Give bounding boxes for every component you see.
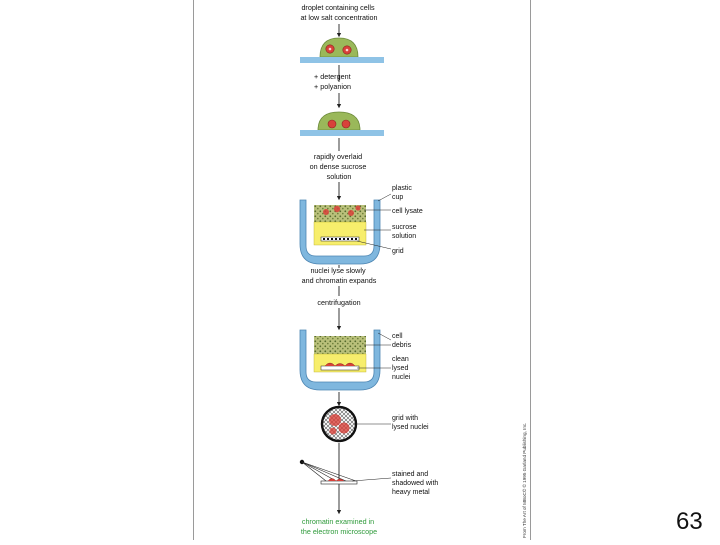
slide-2 bbox=[300, 130, 384, 136]
nucleolus-1a bbox=[328, 47, 332, 51]
disc-nucleus-c bbox=[329, 427, 337, 435]
label-clean-lysed-nuclei: clean lysed nuclei bbox=[392, 356, 411, 381]
figure-panel: droplet containing cells at low salt con… bbox=[193, 0, 531, 540]
grid-2 bbox=[320, 365, 360, 371]
chromatin-spread-diagram: droplet containing cells at low salt con… bbox=[299, 3, 527, 538]
lysing-nucleus-2b bbox=[341, 119, 351, 129]
slide-1 bbox=[300, 57, 384, 63]
centrifuge-cup-1 bbox=[299, 193, 392, 265]
cup-1-wall bbox=[299, 199, 381, 265]
caption-detergent: + detergent + polyanion bbox=[314, 72, 353, 91]
caption-overlaid-line-1: rapidly overlaid bbox=[314, 152, 362, 161]
label-sucrose-solution: sucrose solution bbox=[392, 224, 418, 240]
caption-overlaid-line-2: on dense sucrose bbox=[310, 162, 367, 171]
caption-nuclei-lyse: nuclei lyse slowly and chromatin expands bbox=[302, 266, 377, 285]
grid-disc bbox=[320, 405, 391, 443]
sucrose-layer-1 bbox=[313, 221, 367, 246]
lysed-nuclei-on-grid bbox=[324, 362, 356, 367]
caption-detergent-line-1: + detergent bbox=[314, 72, 351, 81]
disc-nucleus-b bbox=[338, 422, 350, 434]
cup-2-wall bbox=[299, 329, 381, 391]
disc-nucleus-a bbox=[329, 414, 341, 426]
nucleolus-1b bbox=[345, 48, 349, 52]
lysate-nucleus-a bbox=[323, 209, 329, 215]
caption-droplet: droplet containing cells at low salt con… bbox=[300, 3, 377, 22]
label-plastic-cup: plastic cup bbox=[392, 185, 414, 201]
label-cell-debris: cell debris bbox=[392, 333, 412, 349]
caption-droplet-line-2: at low salt concentration bbox=[300, 13, 377, 22]
grid-1-holes bbox=[323, 238, 357, 240]
caption-electron-microscope: chromatin examined in the electron micro… bbox=[301, 517, 377, 536]
centrifuge-cup-2 bbox=[299, 329, 392, 391]
copyright-credit: From The Art of MBoC© © 1995 Garland Pub… bbox=[521, 423, 527, 538]
shadowed-grid bbox=[320, 480, 358, 485]
cell-debris-layer bbox=[314, 336, 366, 354]
droplet-2 bbox=[317, 111, 361, 131]
droplet-on-slide-1 bbox=[300, 37, 384, 63]
caption-overlaid: rapidly overlaid on dense sucrose soluti… bbox=[310, 152, 369, 181]
droplet-1 bbox=[319, 37, 359, 58]
caption-droplet-line-1: droplet containing cells bbox=[301, 3, 375, 12]
lysate-nucleus-d bbox=[355, 205, 361, 211]
caption-detergent-line-2: + polyanion bbox=[314, 82, 351, 91]
lysing-nucleus-2a bbox=[327, 119, 337, 129]
shadowed-chromatin bbox=[327, 478, 345, 482]
label-cell-lysate: cell lysate bbox=[392, 208, 423, 215]
page-number: 63 bbox=[676, 508, 703, 535]
caption-centrifugation: centrifugation bbox=[317, 298, 360, 307]
metal-shadowing-illustration bbox=[299, 459, 392, 485]
lysate-nucleus-c bbox=[348, 210, 354, 216]
caption-overlaid-line-3: solution bbox=[327, 172, 352, 181]
label-grid: grid bbox=[392, 248, 404, 255]
droplet-on-slide-2 bbox=[300, 111, 384, 136]
label-stained-shadowed: stained and shadowed with heavy metal bbox=[392, 471, 440, 496]
label-grid-with-lysed-nuclei: grid with lysed nuclei bbox=[392, 415, 429, 431]
lysate-nucleus-b bbox=[333, 205, 341, 213]
